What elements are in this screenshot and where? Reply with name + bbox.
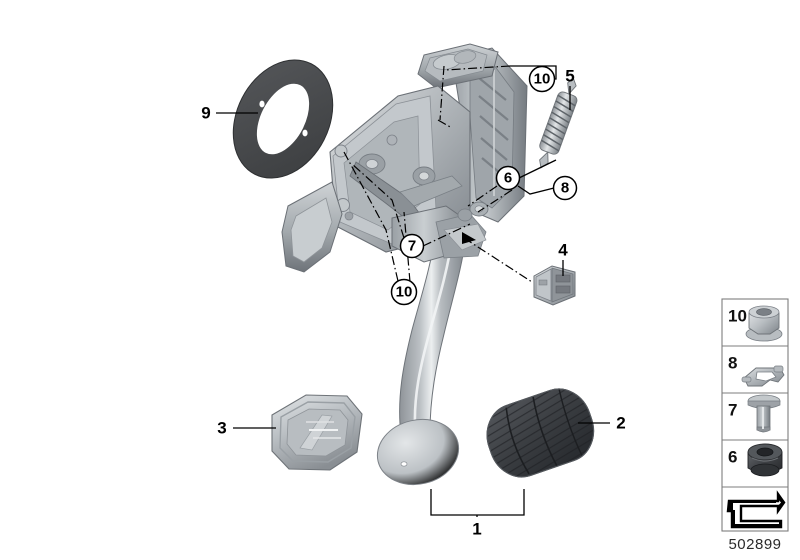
callout-label: 3: [217, 419, 226, 438]
callout-label: 9: [201, 104, 210, 123]
leader-4-pointer: [463, 237, 533, 283]
callout-label: 2: [616, 414, 625, 433]
callout-label: 7: [408, 238, 416, 255]
callout-10-lower: 10: [390, 278, 418, 306]
callout-2: 2: [616, 414, 625, 433]
callout-label: 10: [396, 284, 413, 301]
flange-nut-icon: [745, 305, 783, 342]
callout-ring: [495, 165, 521, 191]
legend-direction-marker: [726, 490, 786, 529]
callout-label: 6: [504, 170, 512, 187]
callout-1: 1: [472, 520, 481, 539]
callout-ring: [552, 175, 578, 201]
callout-label: 8: [561, 180, 569, 197]
callout-10-top: 10: [528, 65, 556, 93]
retaining-clip-icon: [741, 365, 785, 387]
leader-8-dash: [477, 189, 513, 213]
part-gasket: [232, 59, 334, 179]
callout-7: 7: [399, 233, 425, 259]
drawing-number: 502899: [728, 536, 781, 553]
leader-10-top-dash2: [439, 65, 445, 121]
callout-ring: [390, 278, 418, 306]
legend-number: 7: [728, 401, 737, 420]
leader-7-dash2: [351, 163, 405, 239]
part-pedal-arm: [376, 231, 467, 486]
callout-label: 5: [565, 67, 574, 86]
leader-6: [518, 159, 557, 179]
callout-label: 4: [558, 241, 568, 260]
legend-number: 10: [728, 307, 747, 326]
leader-7-dash: [422, 223, 471, 247]
leader-10-top-dash: [444, 65, 511, 71]
pivot-pin-icon: [747, 394, 781, 433]
part-pedal-switch: [533, 265, 576, 306]
callout-label: 10: [534, 71, 551, 88]
leader-4-arrow: [462, 232, 476, 244]
callout-8: 8: [552, 175, 578, 201]
leader-8: [517, 185, 555, 195]
callout-ring: [528, 65, 556, 93]
legend-item-8: 8: [728, 354, 785, 387]
leader-6-dash: [467, 185, 498, 207]
callout-3: 3: [217, 419, 226, 438]
leader-10-low-dash: [343, 151, 399, 282]
callout-5: 5: [565, 67, 574, 86]
callout-6: 6: [495, 165, 521, 191]
legend-item-6: 6: [728, 443, 783, 477]
part-footrest: [271, 394, 363, 471]
callout-ring: [399, 233, 425, 259]
callout-9: 9: [201, 104, 210, 123]
legend-item-10: 10: [728, 305, 783, 342]
callout-label: 1: [472, 520, 481, 539]
callout-4: 4: [558, 241, 568, 260]
legend-item-7: 7: [728, 394, 781, 433]
part-spring: [539, 77, 578, 169]
leader-10-top-dash3: [437, 119, 453, 129]
part-pedal-rubber-pad: [486, 388, 595, 478]
rubber-bushing-icon: [747, 443, 783, 477]
legend-number: 8: [728, 354, 737, 373]
legend-number: 6: [728, 448, 737, 467]
